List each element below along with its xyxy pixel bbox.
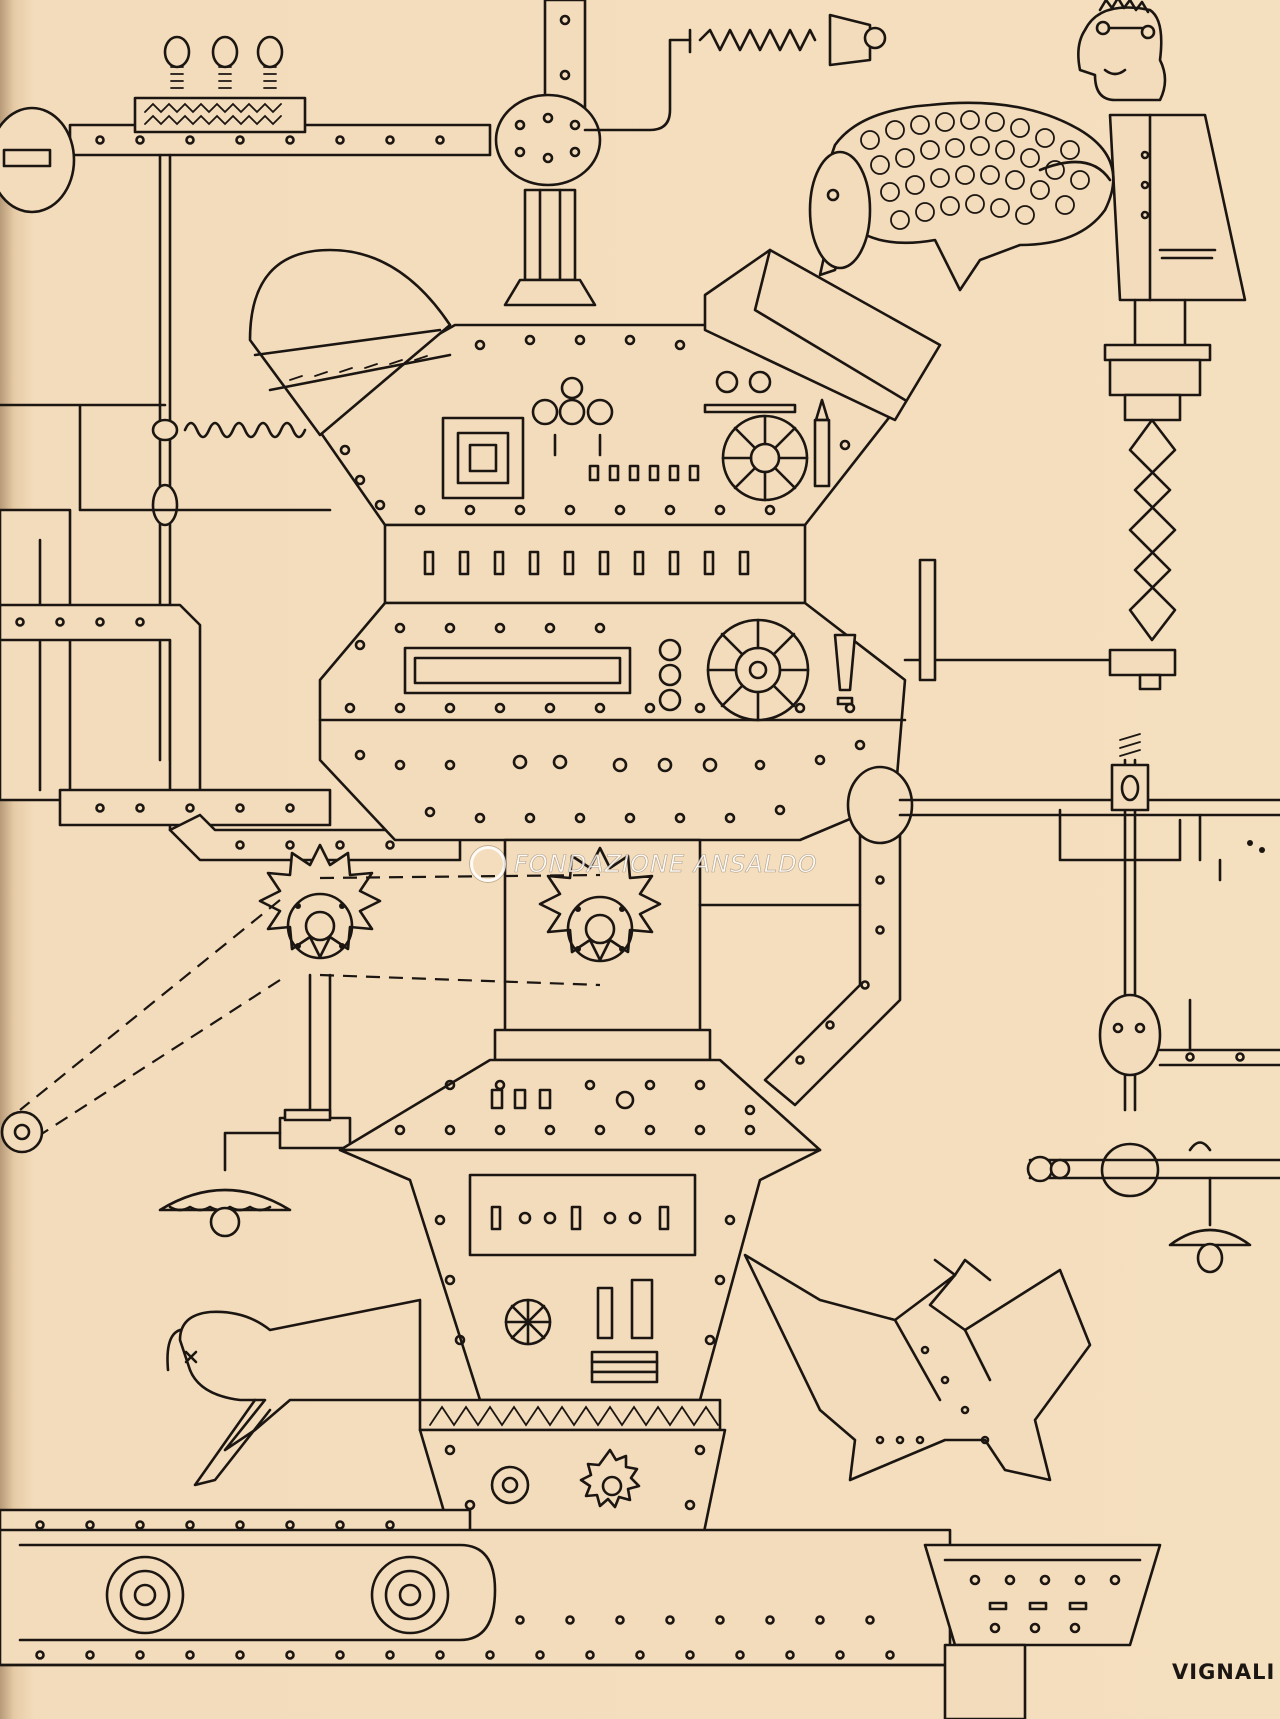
collection-bin	[925, 1545, 1160, 1719]
middle-band	[385, 525, 805, 603]
sheep	[820, 103, 1113, 290]
shorn-sheep	[168, 1300, 421, 1485]
bulb-box	[135, 98, 305, 132]
sheep-wool	[861, 111, 1089, 229]
bin-rivets	[971, 1576, 1119, 1632]
upper-body-rivets	[341, 336, 849, 514]
right-block	[705, 250, 940, 420]
duct-rivets	[17, 619, 294, 812]
artist-signature: VIGNALI	[1172, 1660, 1276, 1684]
watermark: FONDAZIONE ANSALDO	[470, 846, 817, 882]
hanging-lamp-right	[1170, 1230, 1250, 1245]
lab-coat	[1110, 115, 1245, 300]
conveyor-belt	[0, 1510, 1010, 1719]
watermark-text: FONDAZIONE ANSALDO	[514, 850, 818, 879]
lower-display	[470, 1175, 695, 1255]
small-slots	[590, 466, 698, 480]
band-slots	[425, 552, 748, 574]
pipe-rivets	[97, 137, 444, 144]
square-panel	[443, 418, 523, 498]
top-column	[496, 0, 885, 305]
left-gear	[260, 845, 380, 958]
upper-pipe-network	[0, 37, 490, 860]
right-sphere	[1100, 995, 1160, 1075]
right-pole-assembly	[900, 734, 1280, 1272]
display-slot	[405, 648, 630, 693]
light-bulbs	[165, 37, 282, 88]
middle-body-rivets	[346, 624, 864, 822]
conveyor-wheel-left	[107, 1557, 183, 1633]
machine-middle-body	[320, 560, 1175, 840]
lower-body-rivets	[396, 1081, 754, 1344]
screw-head	[830, 15, 870, 65]
top-sphere	[496, 95, 600, 185]
ansaldo-logo-icon	[470, 846, 506, 882]
scientist-figure	[810, 0, 1245, 640]
machine-upper-body	[250, 250, 940, 603]
left-gauge	[0, 108, 74, 212]
right-gear	[540, 848, 660, 961]
belt-rivets	[37, 1522, 894, 1659]
machine-gear-section	[2, 767, 912, 1152]
belt-pulley	[2, 1112, 42, 1152]
conveyor-wheel-right	[372, 1557, 448, 1633]
hanging-lamp-left	[160, 1133, 290, 1236]
jacket-output	[745, 1255, 1090, 1480]
